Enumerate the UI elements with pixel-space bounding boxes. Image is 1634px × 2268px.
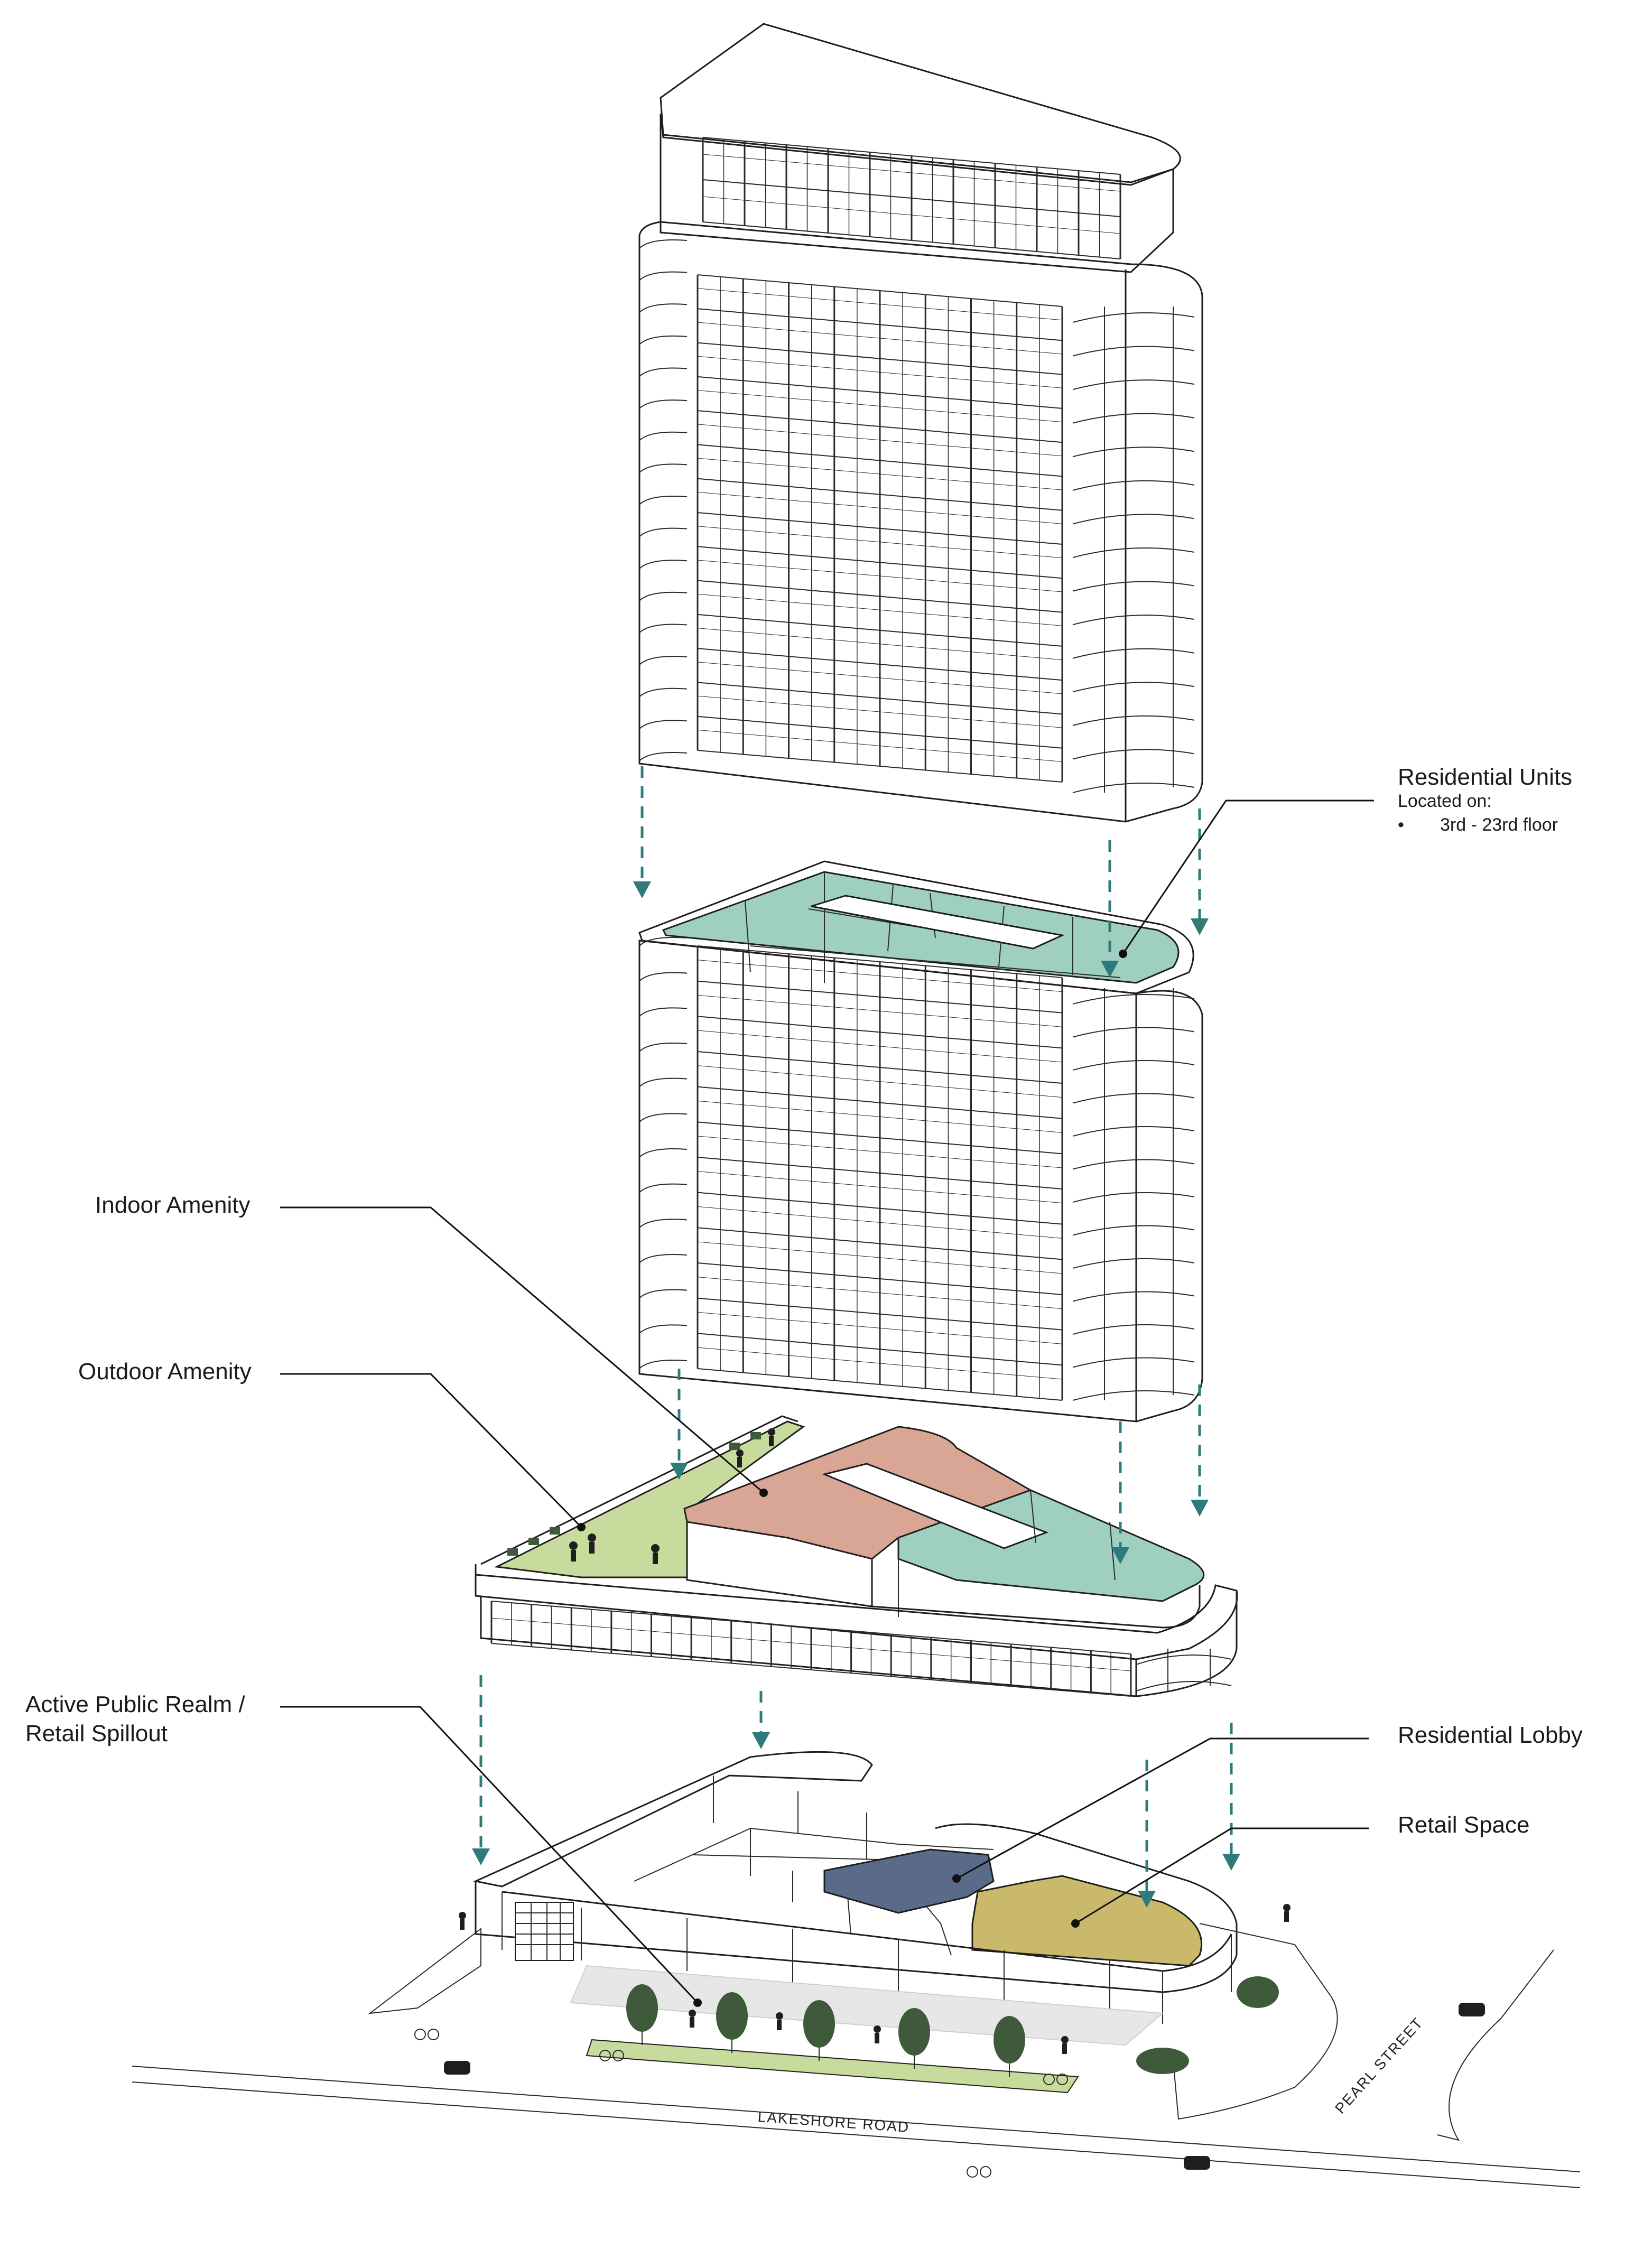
indoor-amenity-floorplate — [683, 1426, 1033, 1560]
ground-floor-level — [132, 1751, 1581, 2188]
upper-tower-block — [638, 23, 1203, 823]
public-realm-paving — [570, 1965, 1164, 2046]
residential-units-floors: 3rd - 23rd floor — [1440, 815, 1558, 835]
residential-units-subtitle: Located on: — [1398, 791, 1492, 811]
residential-lobby-label: Residential Lobby — [1398, 1722, 1583, 1748]
indoor-amenity-label: Indoor Amenity — [95, 1192, 250, 1218]
middle-tower-block — [638, 860, 1203, 1423]
middle-tower-facade — [639, 937, 1195, 1401]
outdoor-amenity-label: Outdoor Amenity — [78, 1359, 252, 1384]
arrowheads — [472, 881, 1240, 1908]
active-public-realm-label-line1: Active Public Realm / — [25, 1691, 245, 1717]
residential-lobby-floorplate — [823, 1848, 995, 1914]
penthouse-facade — [702, 137, 1121, 259]
landscape-strip — [586, 2039, 1079, 2094]
residential-core — [811, 895, 1065, 950]
terrace-figures — [569, 1428, 775, 1564]
upper-tower-facade — [639, 239, 1195, 793]
leader-lines — [280, 800, 1374, 2007]
amenity-core — [822, 1463, 1049, 1549]
street-trees — [626, 1976, 1279, 2074]
active-public-realm-label-line2: Retail Spillout — [25, 1721, 168, 1746]
residential-units-bullet: • — [1398, 815, 1404, 835]
garage-door — [515, 1902, 574, 1961]
explode-arrows — [472, 766, 1240, 1908]
podium-facade — [490, 1601, 1232, 1697]
terrace-planters — [507, 1432, 761, 1556]
residential-units-title: Residential Units — [1398, 764, 1573, 790]
retail-space-label: Retail Space — [1398, 1812, 1530, 1838]
bicycles — [414, 2029, 1068, 2178]
street-figures — [444, 1904, 1485, 2170]
tree-trunks — [642, 2032, 1010, 2077]
